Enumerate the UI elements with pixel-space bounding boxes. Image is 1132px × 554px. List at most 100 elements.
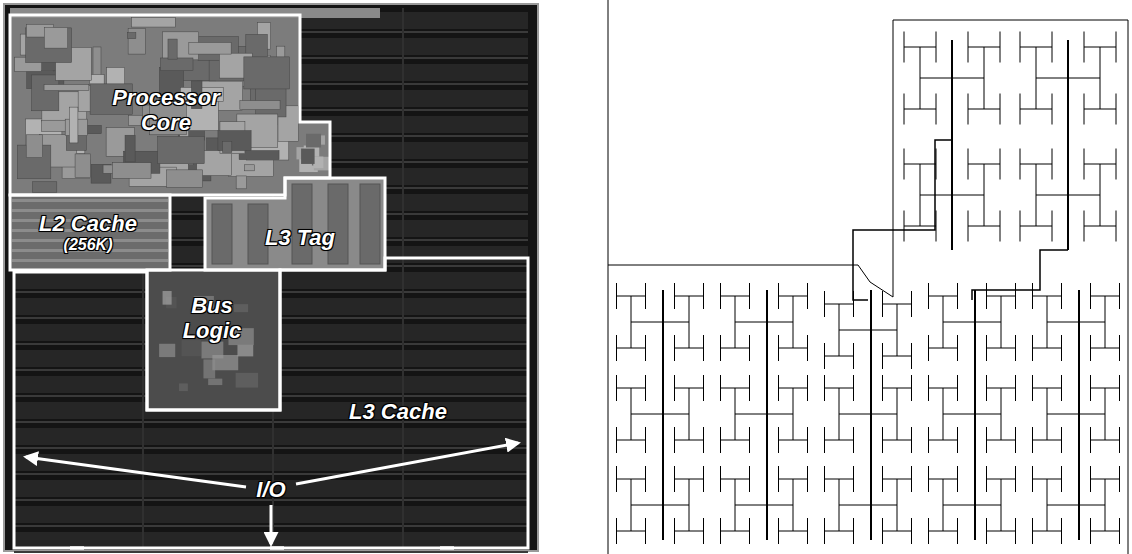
clock-wire [807, 283, 808, 309]
clock-wire [1116, 94, 1117, 125]
clock-wire [1061, 375, 1062, 401]
clock-wire [675, 440, 704, 441]
clock-wire [1091, 388, 1120, 389]
region-outline [10, 195, 170, 270]
clock-wire [1105, 296, 1106, 348]
clock-wire [911, 375, 912, 401]
clock-wire [929, 440, 958, 441]
clock-wire [1090, 518, 1091, 544]
io-pad [70, 546, 84, 550]
clock-wire [904, 211, 905, 242]
clock-wire [1015, 427, 1016, 453]
clock-wire [1033, 479, 1062, 480]
clock-wire [1047, 505, 1105, 506]
clock-wire [617, 440, 646, 441]
core-logic-block [240, 101, 280, 110]
clock-wire [779, 531, 808, 532]
clock-wire [779, 479, 808, 480]
region-outline [14, 258, 528, 548]
clock-wire [957, 375, 958, 401]
region-label: (256K) [13, 236, 163, 254]
core-logic-block [125, 135, 135, 162]
clock-wire [1015, 283, 1016, 309]
clock-wire [779, 440, 808, 441]
l3-tag-array [360, 184, 380, 264]
clock-wire [1020, 32, 1021, 63]
clock-wire [904, 32, 905, 63]
l2-area [10, 195, 170, 270]
cache-divider [14, 447, 528, 449]
clock-wire [897, 388, 898, 440]
clock-wire [1032, 427, 1033, 453]
region-label: L2 Cache [13, 211, 163, 236]
clock-wire [883, 388, 912, 389]
clock-wire [929, 296, 958, 297]
clock-wire [778, 283, 779, 309]
clock-wire [1084, 94, 1085, 125]
bus-logic-block [159, 344, 175, 357]
clock-wire [616, 466, 617, 492]
core-logic-block [44, 27, 67, 48]
clock-wire [721, 296, 750, 297]
clock-wire [1061, 427, 1062, 453]
clock-wire [721, 388, 750, 389]
l2-array [12, 199, 168, 202]
clock-wire [986, 283, 987, 309]
core-area [10, 15, 330, 195]
clock-wire [735, 414, 793, 415]
clock-wire [824, 427, 825, 453]
bus-logic-block [203, 359, 215, 378]
l3-tag-array [292, 184, 312, 264]
region-text: Processor Core [101, 85, 231, 136]
clock-wire [883, 479, 912, 480]
clock-wire [778, 375, 779, 401]
clock-wire [807, 466, 808, 492]
core-logic-block [313, 157, 323, 169]
clock-wire [1084, 149, 1085, 180]
clock-wire [1052, 32, 1053, 63]
clock-wire [1033, 388, 1062, 389]
l3-tag-array [248, 204, 268, 264]
cache-divider [14, 421, 528, 423]
clock-wire [779, 348, 808, 349]
clock-wire [904, 149, 905, 180]
clock-wire [1020, 149, 1021, 180]
clock-wire [957, 335, 958, 361]
clock-wire [929, 479, 958, 480]
clock-wire [1047, 388, 1048, 440]
clock-wire [1119, 518, 1120, 544]
clock-wire [1033, 296, 1062, 297]
clock-wire [1090, 335, 1091, 361]
clock-wire [986, 335, 987, 361]
clock-wire [853, 427, 854, 453]
clock-wire [675, 531, 704, 532]
clock-wire [735, 505, 793, 506]
clock-wire [904, 94, 905, 125]
clock-wire [703, 518, 704, 544]
region-text: L3 Cache [328, 399, 468, 424]
clock-wire [968, 211, 969, 242]
clock-wire [1105, 479, 1106, 531]
clock-wire [987, 296, 1016, 297]
clock-wire [839, 330, 897, 331]
core-logic-block [69, 107, 77, 143]
clock-wire [1020, 94, 1021, 125]
clock-wire [1032, 375, 1033, 401]
region-label: L3 Cache [328, 399, 468, 424]
region-outline [10, 15, 330, 195]
clock-wire [943, 479, 944, 531]
clock-wire [1000, 211, 1001, 242]
region-text: L3 Tag [255, 225, 345, 250]
clock-wire [1091, 440, 1120, 441]
clock-wire [904, 47, 936, 48]
io-arrow [296, 443, 518, 484]
clock-wire [839, 479, 840, 531]
l2-array [12, 219, 168, 222]
clock-wire [943, 505, 1001, 506]
clock-wire [1020, 47, 1052, 48]
clock-wire [735, 388, 736, 440]
clock-wire [793, 479, 794, 531]
clock-wire [675, 296, 704, 297]
